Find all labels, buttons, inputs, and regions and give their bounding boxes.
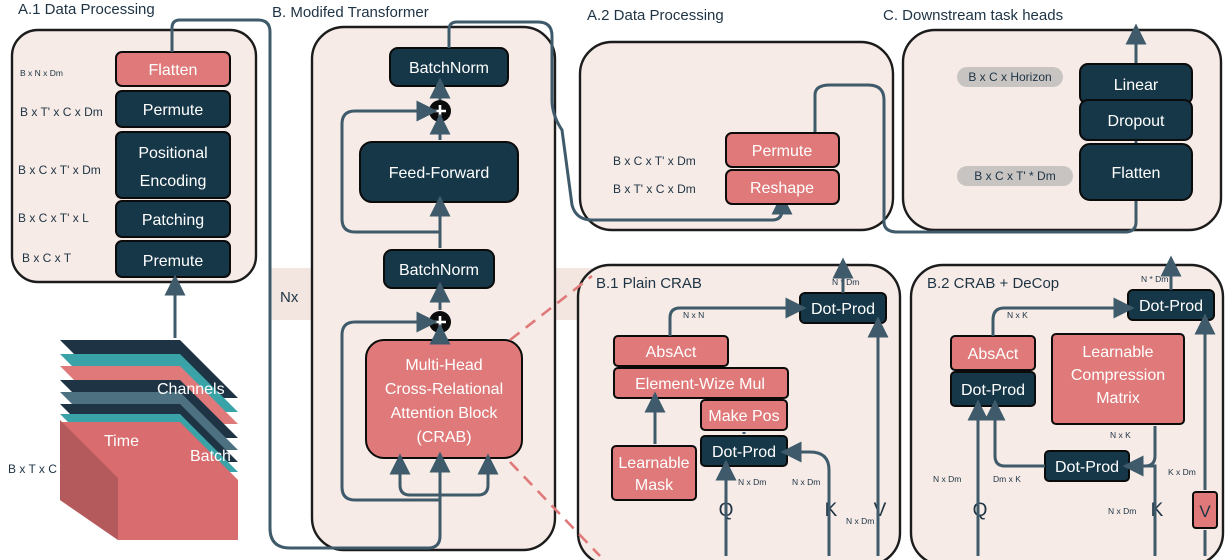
c-pill-horizon-label: B x C x Horizon [968, 70, 1051, 84]
a1-dim-2: B x C x T' x Dm [18, 163, 101, 177]
b1-mask-label2: Mask [635, 477, 674, 494]
input-time-label: Time [104, 433, 139, 450]
b1-dotprod-mid-label: Dot-Prod [712, 444, 776, 461]
a1-dim-4: B x C x T [22, 251, 72, 265]
tf-crab-line2: Cross-Relational [385, 381, 503, 398]
b2-dotprod-bottom-label: Dot-Prod [1055, 459, 1119, 476]
b2-v-label: V [1199, 502, 1211, 521]
input-batch-label: Batch [190, 448, 231, 465]
a1-title: A.1 Data Processing [18, 1, 155, 18]
a1-patching-block [115, 200, 231, 238]
a2-dim-0: B x C x T' x Dm [613, 154, 696, 168]
b2-dim-1: N x K [1007, 310, 1028, 320]
plus-icon [429, 100, 451, 122]
c-dropout-block [1079, 99, 1193, 141]
nx-label: Nx [280, 289, 299, 306]
tf-batchnorm-mid-label: BatchNorm [399, 262, 479, 279]
b2-absact-label: AbsAct [968, 346, 1019, 363]
b1-mask-label1: Learnable [618, 455, 689, 472]
b2-dim-4: Dm x K [993, 474, 1021, 484]
b2-title: B.2 CRAB + DeCop [927, 275, 1059, 292]
b-title: B. Modifed Transformer [272, 4, 429, 21]
input-shape-label: B x T x C [8, 462, 57, 476]
b1-learnable-mask [611, 445, 697, 501]
b2-lcm-line2: Compression [1071, 367, 1165, 384]
tf-feedforward-label: Feed-Forward [389, 165, 489, 182]
zoom-line [509, 461, 601, 557]
b1-v-label: V [874, 500, 887, 521]
a1-posenc-block [115, 131, 231, 199]
b1-make-pos [700, 399, 788, 431]
c-pill-horizon [957, 67, 1063, 87]
tf-crab-line4: (CRAB) [416, 429, 471, 446]
b1-dotprod-top-label: Dot-Prod [811, 301, 875, 318]
a2-dim-1: B x T' x C x Dm [613, 182, 696, 196]
b2-dotprod-top-label: Dot-Prod [1139, 298, 1203, 315]
b1-make-pos-label: Make Pos [708, 408, 779, 425]
c-pill-flatten [957, 166, 1073, 186]
b2-dim-6: N x Dm [1108, 506, 1136, 516]
plus-icon [429, 311, 451, 333]
b2-learnable-compression-matrix [1051, 333, 1185, 425]
b2-v-block [1192, 491, 1218, 529]
a1-flatten-label: Flatten [149, 62, 198, 79]
a1-dim-3: B x C x T' x L [18, 211, 89, 225]
input-channels-label: Channels [157, 381, 225, 398]
c-pill-flatten-label: B x C x T' * Dm [974, 169, 1055, 183]
b2-dim-2: N x K [1110, 430, 1131, 440]
b2-lcm-line1: Learnable [1082, 344, 1153, 361]
a1-premute-label: Premute [143, 253, 204, 270]
b1-absact-label: AbsAct [646, 344, 697, 361]
a1-permute-block [115, 90, 231, 128]
b2-k-label: K [1151, 500, 1164, 521]
b2-dim-3: N x Dm [933, 474, 961, 484]
c-title: C. Downstream task heads [883, 7, 1063, 24]
input-tensor [60, 340, 238, 540]
b1-dim-1: N x N [683, 310, 704, 320]
a2-reshape-label: Reshape [750, 180, 814, 197]
b1-dim-0: N * Dm [832, 277, 859, 287]
b1-k-label: K [825, 500, 838, 521]
tf-batchnorm-top-label: BatchNorm [409, 60, 489, 77]
c-flatten-label: Flatten [1112, 165, 1161, 182]
b2-dim-0: N * Dm [1141, 274, 1168, 284]
b2-dim-5: K x Dm [1168, 467, 1196, 477]
b1-dim-2: N x Dm [738, 477, 766, 487]
b2-dotprod-left-label: Dot-Prod [961, 382, 1025, 399]
a1-posenc-label1: Positional [138, 145, 207, 162]
a1-permute-label: Permute [143, 102, 204, 119]
a2-reshape-block [725, 169, 840, 205]
zoom-line [509, 274, 593, 342]
a1-dim-1: B x T' x C x Dm [20, 105, 103, 119]
b2-q-label: Q [973, 500, 988, 521]
b1-title: B.1 Plain CRAB [596, 275, 702, 292]
c-flatten-block [1079, 143, 1193, 201]
b1-dim-3: N x Dm [792, 477, 820, 487]
tf-crab-line3: Attention Block [391, 405, 499, 422]
a1-posenc-label2: Encoding [140, 173, 207, 190]
a2-title: A.2 Data Processing [587, 7, 724, 24]
c-linear-label: Linear [1114, 77, 1159, 94]
b2-lcm-line3: Matrix [1096, 390, 1140, 407]
b1-dim-4: N x Dm [846, 516, 874, 526]
a2-permute-label: Permute [752, 143, 813, 160]
a1-patching-label: Patching [142, 212, 204, 229]
c-dropout-label: Dropout [1108, 113, 1165, 130]
a1-dim-0: B x N x Dm [20, 68, 63, 78]
a2-permute-block [725, 132, 840, 168]
b1-element-mul [613, 367, 789, 399]
b1-element-mul-label: Element-Wize Mul [635, 376, 765, 393]
tf-crab-line1: Multi-Head [405, 357, 482, 374]
